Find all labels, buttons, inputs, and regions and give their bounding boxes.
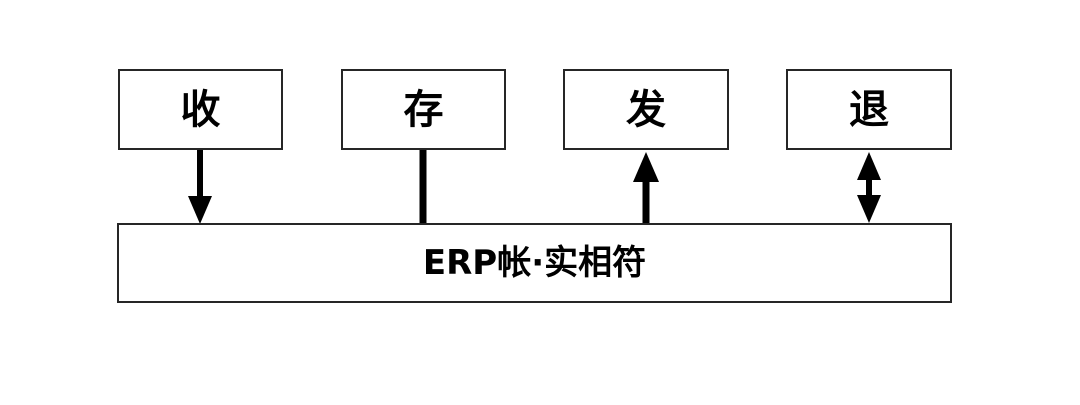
node-label-tui: 退 [849,86,889,133]
arrowhead-down-icon [188,196,212,224]
node-label-shou: 收 [180,86,221,133]
connector-shou-to-bar [188,150,212,224]
arrowhead-up-icon [633,152,659,182]
node-label-cun: 存 [403,86,444,133]
arrowhead-down-icon [857,195,881,223]
node-box-fa[interactable]: 发 [563,69,729,150]
node-label-fa: 发 [626,86,666,133]
node-box-tui[interactable]: 退 [786,69,952,150]
arrowhead-up-icon [857,152,881,180]
node-box-cun[interactable]: 存 [341,69,506,150]
connector-tui-bar-bidirectional [857,152,881,223]
connector-bar-to-fa [633,152,659,229]
node-box-shou[interactable]: 收 [118,69,283,150]
erp-bar-label: ERP帐·实相符 [422,243,647,283]
erp-bar-box[interactable]: ERP帐·实相符 [117,223,952,303]
